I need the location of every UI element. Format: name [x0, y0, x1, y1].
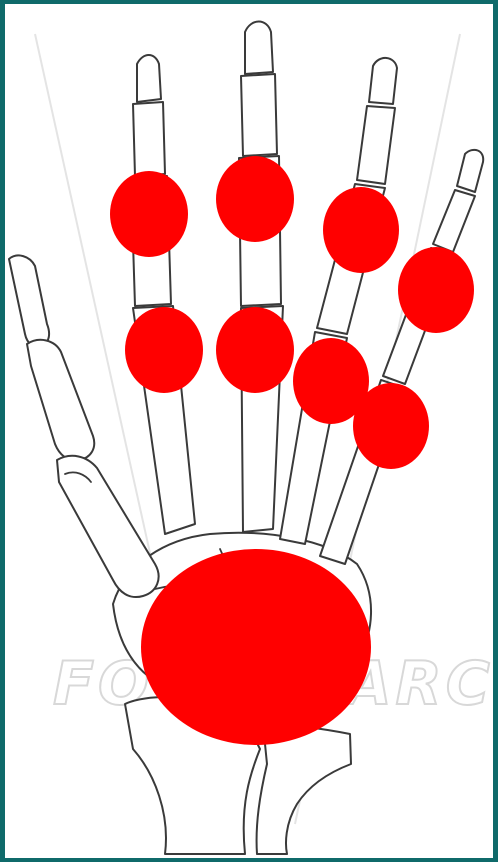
- little-knuckle-marker: [353, 383, 429, 469]
- hand-skeleton-drawing: FOTOSEARCH: [5, 4, 493, 858]
- ring-finger-marker: [323, 187, 399, 273]
- middle-finger-marker: [216, 156, 294, 242]
- middle-finger-bones: [239, 22, 283, 533]
- little-finger-marker: [398, 247, 474, 333]
- ring-finger-bones: [280, 58, 397, 544]
- wrist-marker: [141, 549, 371, 745]
- middle-knuckle-marker: [216, 307, 294, 393]
- index-finger-marker: [110, 171, 188, 257]
- index-finger-bones: [131, 55, 195, 534]
- index-knuckle-marker: [125, 307, 203, 393]
- hand-xray-diagram: FOTOSEARCH: [5, 4, 493, 858]
